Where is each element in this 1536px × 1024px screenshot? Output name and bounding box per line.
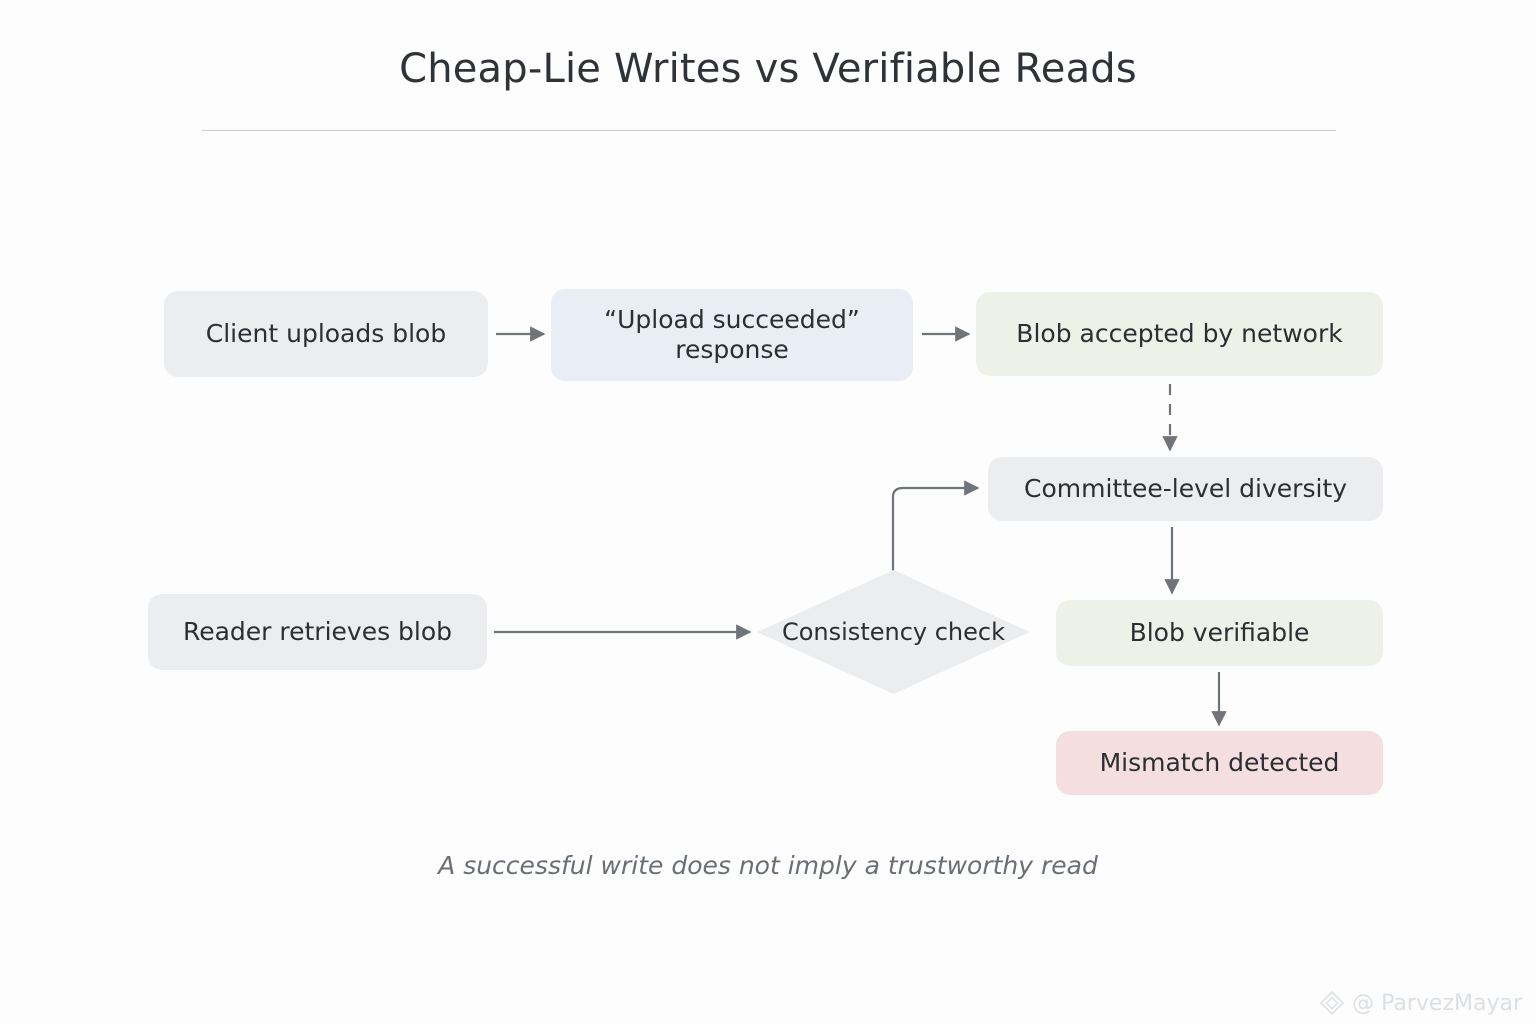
node-client-uploads-blob[interactable]: Client uploads blob: [164, 291, 488, 377]
node-mismatch-detected[interactable]: Mismatch detected: [1056, 731, 1383, 795]
node-blob-accepted-by-network[interactable]: Blob accepted by network: [976, 292, 1383, 376]
node-consistency-check-label: Consistency check: [781, 618, 1005, 646]
node-committee-level-diversity[interactable]: Committee-level diversity: [988, 457, 1383, 521]
watermark-handle: ParvezMayar: [1381, 990, 1522, 1016]
node-consistency-check[interactable]: Consistency check: [757, 570, 1030, 694]
watermark-at: @: [1352, 990, 1375, 1016]
edge-consistency-to-committee: [891, 480, 980, 574]
diamond-logo-icon: [1319, 990, 1345, 1016]
node-upload-succeeded-response[interactable]: “Upload succeeded” response: [551, 289, 913, 381]
watermark: @ ParvezMayar: [1319, 990, 1522, 1016]
node-reader-retrieves-blob[interactable]: Reader retrieves blob: [148, 594, 487, 670]
page-title: Cheap-Lie Writes vs Verifiable Reads: [399, 46, 1137, 92]
diagram-caption: A successful write does not imply a trus…: [438, 851, 1098, 880]
title-divider: [202, 130, 1336, 131]
node-blob-verifiable[interactable]: Blob verifiable: [1056, 600, 1383, 666]
